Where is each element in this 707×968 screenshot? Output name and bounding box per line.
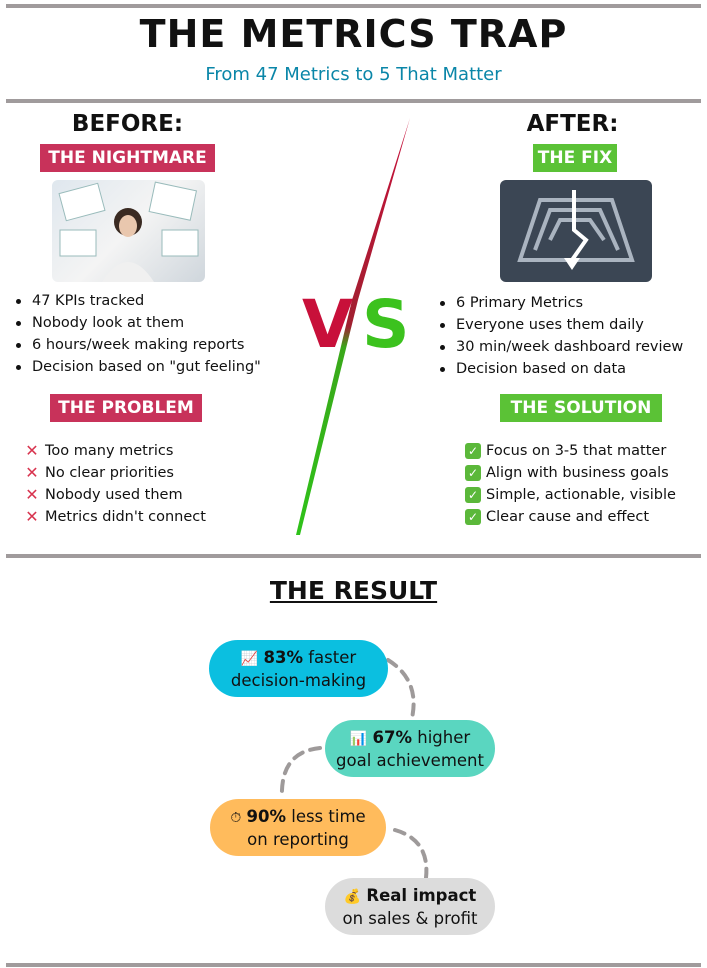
result-text-line2: on reporting: [247, 830, 349, 849]
list-item: ✕ No clear priorities: [24, 462, 206, 484]
list-item: 30 min/week dashboard review: [438, 336, 683, 358]
page-subtitle: From 47 Metrics to 5 That Matter: [205, 64, 502, 85]
header-divider: [6, 99, 701, 103]
list-item: Decision based on data: [438, 358, 683, 380]
list-item: ✕ Too many metrics: [24, 440, 206, 462]
list-item: ✓ Align with business goals: [465, 462, 676, 484]
problem-list: ✕ Too many metrics ✕ No clear priorities ✕…: [24, 440, 206, 528]
result-text: less time: [285, 807, 366, 826]
check-icon: ✓: [465, 443, 481, 459]
result-bubble: ⏱ 90% less time on reporting: [210, 799, 386, 856]
list-item: Everyone uses them daily: [438, 314, 683, 336]
result-highlight: Real impact: [366, 886, 477, 905]
money-bag-icon: 💰: [343, 889, 362, 905]
chart-increasing-icon: 📈: [240, 651, 259, 667]
result-highlight: 67%: [372, 728, 413, 747]
after-heading: AFTER:: [526, 111, 619, 137]
problem-badge: THE PROBLEM: [50, 394, 202, 422]
list-item: ✕ Metrics didn't connect: [24, 506, 206, 528]
list-item: 6 Primary Metrics: [438, 292, 683, 314]
result-text-line2: on sales & profit: [342, 909, 478, 928]
list-item: ✓ Simple, actionable, visible: [465, 484, 676, 506]
vs-letter-s: S: [362, 286, 410, 363]
solution-badge: THE SOLUTION: [500, 394, 662, 422]
list-item-text: Too many metrics: [45, 443, 174, 459]
cross-icon: ✕: [25, 441, 39, 460]
check-icon: ✓: [465, 509, 481, 525]
top-divider: [6, 4, 701, 8]
check-icon: ✓: [465, 465, 481, 481]
result-bubble: 📊 67% higher goal achievement: [325, 720, 495, 777]
page-title: THE METRICS TRAP: [139, 12, 568, 56]
result-text-line2: goal achievement: [336, 751, 484, 770]
bar-chart-icon: 📊: [349, 731, 368, 747]
before-heading: BEFORE:: [71, 111, 184, 137]
list-item-text: Clear cause and effect: [486, 509, 650, 525]
result-highlight: 90%: [246, 807, 286, 826]
check-icon: ✓: [465, 487, 481, 503]
connector: [279, 746, 322, 800]
list-item: Decision based on "gut feeling": [14, 356, 261, 378]
list-item: ✓ Focus on 3-5 that matter: [465, 440, 676, 462]
list-item-text: Simple, actionable, visible: [486, 487, 676, 503]
list-item-text: No clear priorities: [45, 465, 174, 481]
solution-list: ✓ Focus on 3-5 that matter ✓ Align with bu…: [465, 440, 676, 528]
stopwatch-icon: ⏱: [230, 810, 242, 826]
connector: [386, 658, 416, 720]
vs-letter-v: V: [302, 286, 354, 363]
result-text-line2: decision-making: [230, 671, 367, 690]
result-bubble: 📈 83% faster decision-making: [209, 640, 388, 697]
stressed-woman-image: [52, 180, 205, 282]
list-item-text: Metrics didn't connect: [45, 509, 206, 525]
list-item: Nobody look at them: [14, 312, 261, 334]
result-text: faster: [303, 648, 357, 667]
result-highlight: 83%: [263, 648, 304, 667]
list-item: ✓ Clear cause and effect: [465, 506, 676, 528]
result-heading: THE RESULT: [269, 576, 438, 605]
diagonal-slash: [296, 118, 410, 535]
section-divider: [6, 554, 701, 558]
list-item: ✕ Nobody used them: [24, 484, 206, 506]
cross-icon: ✕: [25, 485, 39, 504]
list-item: 6 hours/week making reports: [14, 334, 261, 356]
before-bullets: 47 KPIs tracked Nobody look at them 6 ho…: [14, 290, 261, 378]
maze-image: [500, 180, 652, 282]
cross-icon: ✕: [25, 507, 39, 526]
vs-divider: [296, 118, 410, 535]
result-bubble: 💰 Real impact on sales & profit: [325, 878, 495, 935]
list-item-text: Focus on 3-5 that matter: [486, 443, 667, 459]
list-item-text: Align with business goals: [486, 465, 669, 481]
after-bullets: 6 Primary Metrics Everyone uses them dai…: [438, 292, 683, 380]
list-item-text: Nobody used them: [45, 487, 183, 503]
list-item: 47 KPIs tracked: [14, 290, 261, 312]
nightmare-badge: THE NIGHTMARE: [40, 144, 215, 172]
bottom-divider: [6, 963, 701, 967]
cross-icon: ✕: [25, 463, 39, 482]
fix-badge: THE FIX: [533, 144, 617, 172]
connector: [393, 828, 429, 880]
result-text: higher: [412, 728, 471, 747]
